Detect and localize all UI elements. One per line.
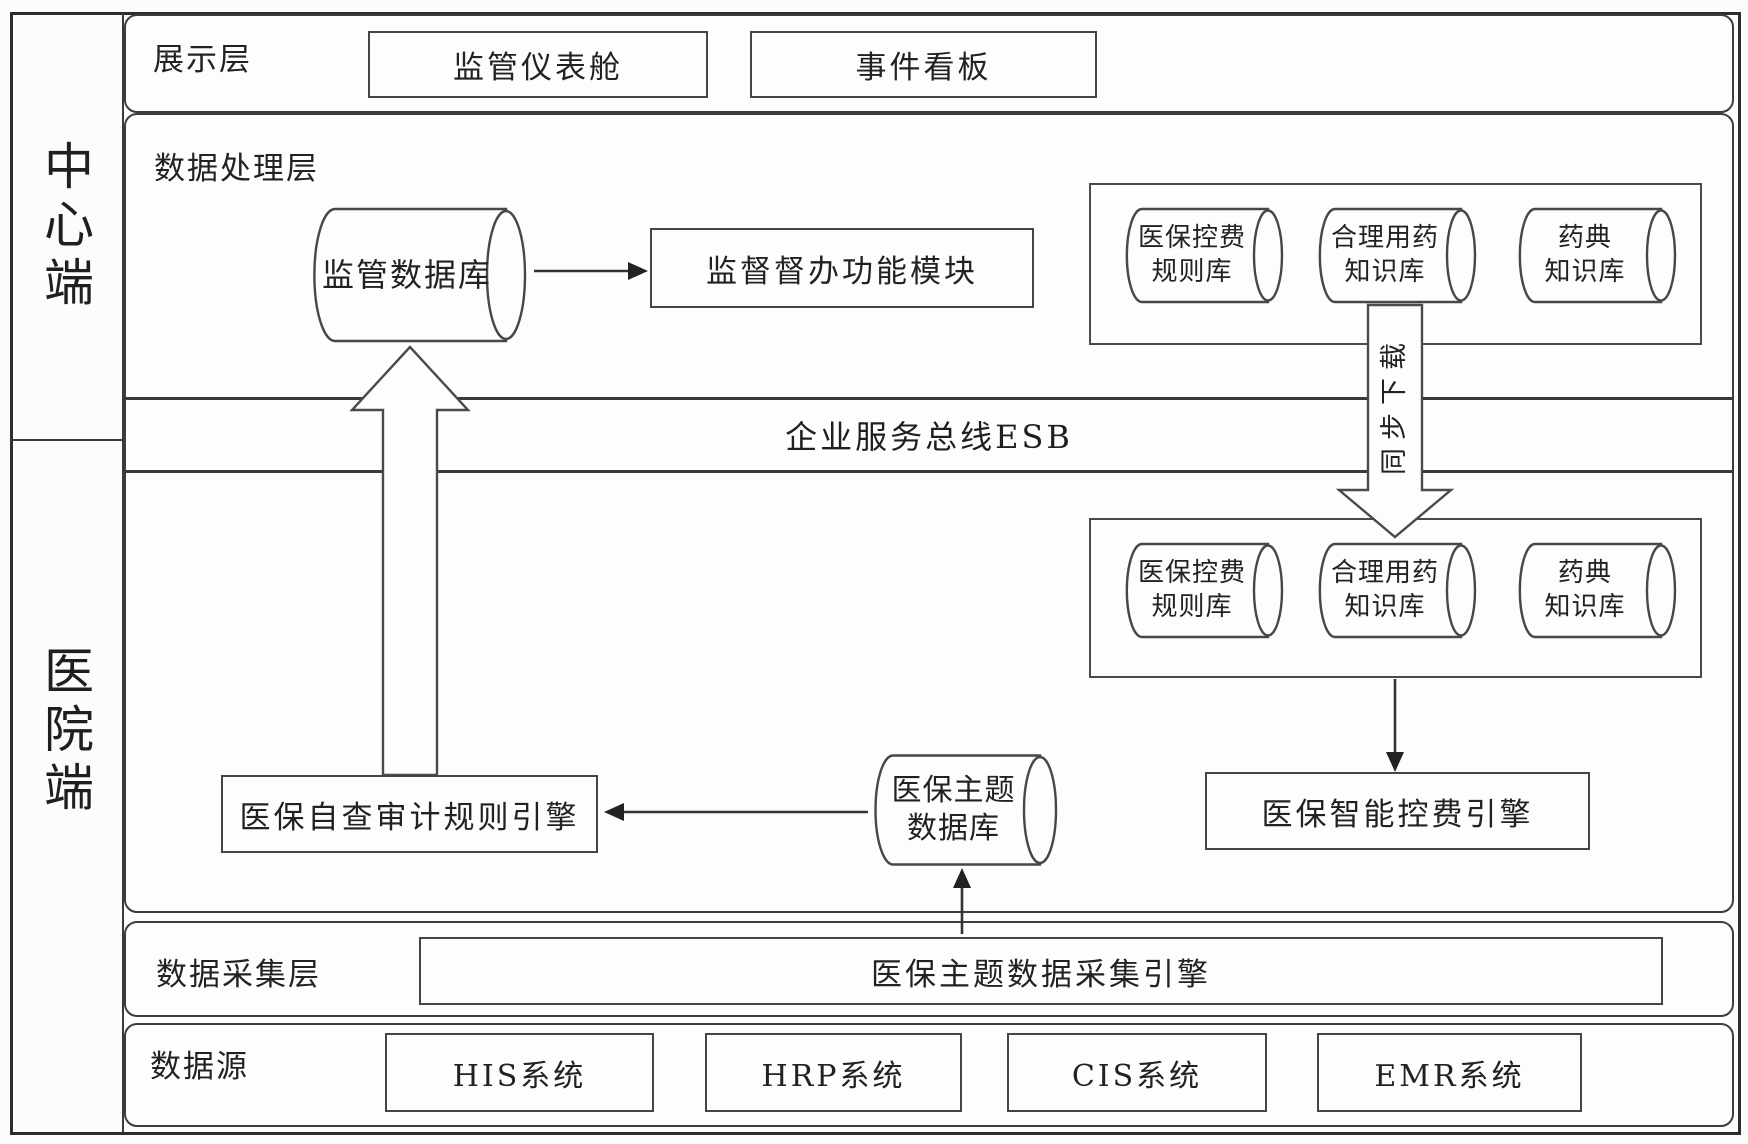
kb-cylinder-cost-rules-lower: 医保控费 规则库 — [1122, 542, 1288, 639]
kb-label-line1: 合理用药 — [1330, 223, 1439, 254]
cylinder-shape — [1518, 542, 1677, 639]
cost-control-engine-label: 医保智能控费引擎 — [1261, 796, 1534, 833]
kb-label-line1: 药典 — [1557, 223, 1612, 254]
cis-box: CIS系统 — [1007, 1033, 1267, 1112]
cylinder-shape — [1125, 207, 1284, 304]
monitor-db-label: 监管数据库 — [321, 255, 492, 294]
side-rail-divider — [12, 439, 124, 441]
emr-box: EMR系统 — [1317, 1033, 1582, 1112]
kb-label-line2: 知识库 — [1544, 591, 1626, 622]
kb-cylinder-pharmacopoeia-lower: 药典 知识库 — [1513, 542, 1683, 639]
kb-label-line1: 合理用药 — [1330, 558, 1439, 589]
kb-label-line2: 知识库 — [1344, 256, 1426, 287]
kb-label-line2: 知识库 — [1344, 591, 1426, 622]
kb-label-line1: 医保控费 — [1137, 558, 1246, 589]
kb-label-line2: 规则库 — [1151, 591, 1233, 622]
cis-label: CIS系统 — [1071, 1058, 1203, 1094]
audit-engine-label: 医保自查审计规则引擎 — [239, 799, 580, 836]
emr-label: EMR系统 — [1374, 1058, 1525, 1094]
cylinder-shape — [1318, 207, 1477, 304]
outer-frame — [10, 12, 1741, 1135]
theme-db-label-line1: 医保主题 — [891, 772, 1016, 808]
kb-label-line1: 药典 — [1557, 558, 1612, 589]
sync-download-label: 同步下载 — [1379, 335, 1410, 475]
theme-db-label-line2: 数据库 — [907, 811, 1000, 846]
audit-engine-box: 医保自查审计规则引擎 — [221, 775, 598, 853]
cylinder-shape — [1518, 207, 1677, 304]
dashboard-label: 监管仪表舱 — [453, 50, 623, 86]
cylinder-shape — [1318, 542, 1477, 639]
kb-cylinder-cost-rules-upper: 医保控费 规则库 — [1122, 207, 1288, 304]
cylinder-shape — [1125, 542, 1284, 639]
esb-label: 企业服务总线ESB — [785, 418, 1073, 456]
collection-engine-label: 医保主题数据采集引擎 — [871, 956, 1211, 993]
kb-cylinder-drug-knowledge-lower: 合理用药 知识库 — [1315, 542, 1481, 639]
collection-engine-box: 医保主题数据采集引擎 — [419, 937, 1663, 1005]
hrp-label: HRP系统 — [761, 1058, 906, 1094]
event-board-box: 事件看板 — [750, 31, 1097, 98]
source-layer-label: 数据源 — [150, 1049, 249, 1085]
supervision-module-label: 监督督办功能模块 — [706, 253, 978, 290]
his-label: HIS系统 — [452, 1058, 587, 1094]
theme-db-cylinder: 医保主题 数据库 — [870, 753, 1063, 867]
kb-cylinder-drug-knowledge-upper: 合理用药 知识库 — [1315, 207, 1481, 304]
cost-control-engine-box: 医保智能控费引擎 — [1205, 772, 1590, 850]
his-box: HIS系统 — [385, 1033, 654, 1112]
monitor-db-cylinder: 监管数据库 — [308, 206, 532, 344]
event-board-label: 事件看板 — [855, 50, 992, 86]
supervision-module-box: 监督督办功能模块 — [650, 228, 1034, 308]
esb-band: 企业服务总线ESB — [124, 397, 1734, 473]
cylinder-shape — [874, 754, 1058, 866]
kb-label-line1: 医保控费 — [1137, 223, 1246, 254]
display-layer-label: 展示层 — [153, 42, 252, 78]
side-rail-line — [122, 12, 124, 1132]
kb-cylinder-pharmacopoeia-upper: 药典 知识库 — [1513, 207, 1683, 304]
collection-layer-label: 数据采集层 — [156, 957, 321, 993]
processing-layer-label: 数据处理层 — [154, 151, 319, 187]
kb-label-line2: 规则库 — [1151, 256, 1233, 287]
cylinder-shape — [313, 207, 527, 343]
hrp-box: HRP系统 — [705, 1033, 962, 1112]
rail-label-hospital-side: 医院端 — [36, 645, 94, 819]
rail-label-center-side: 中心端 — [36, 140, 94, 314]
kb-label-line2: 知识库 — [1544, 256, 1626, 287]
dashboard-box: 监管仪表舱 — [368, 31, 708, 98]
